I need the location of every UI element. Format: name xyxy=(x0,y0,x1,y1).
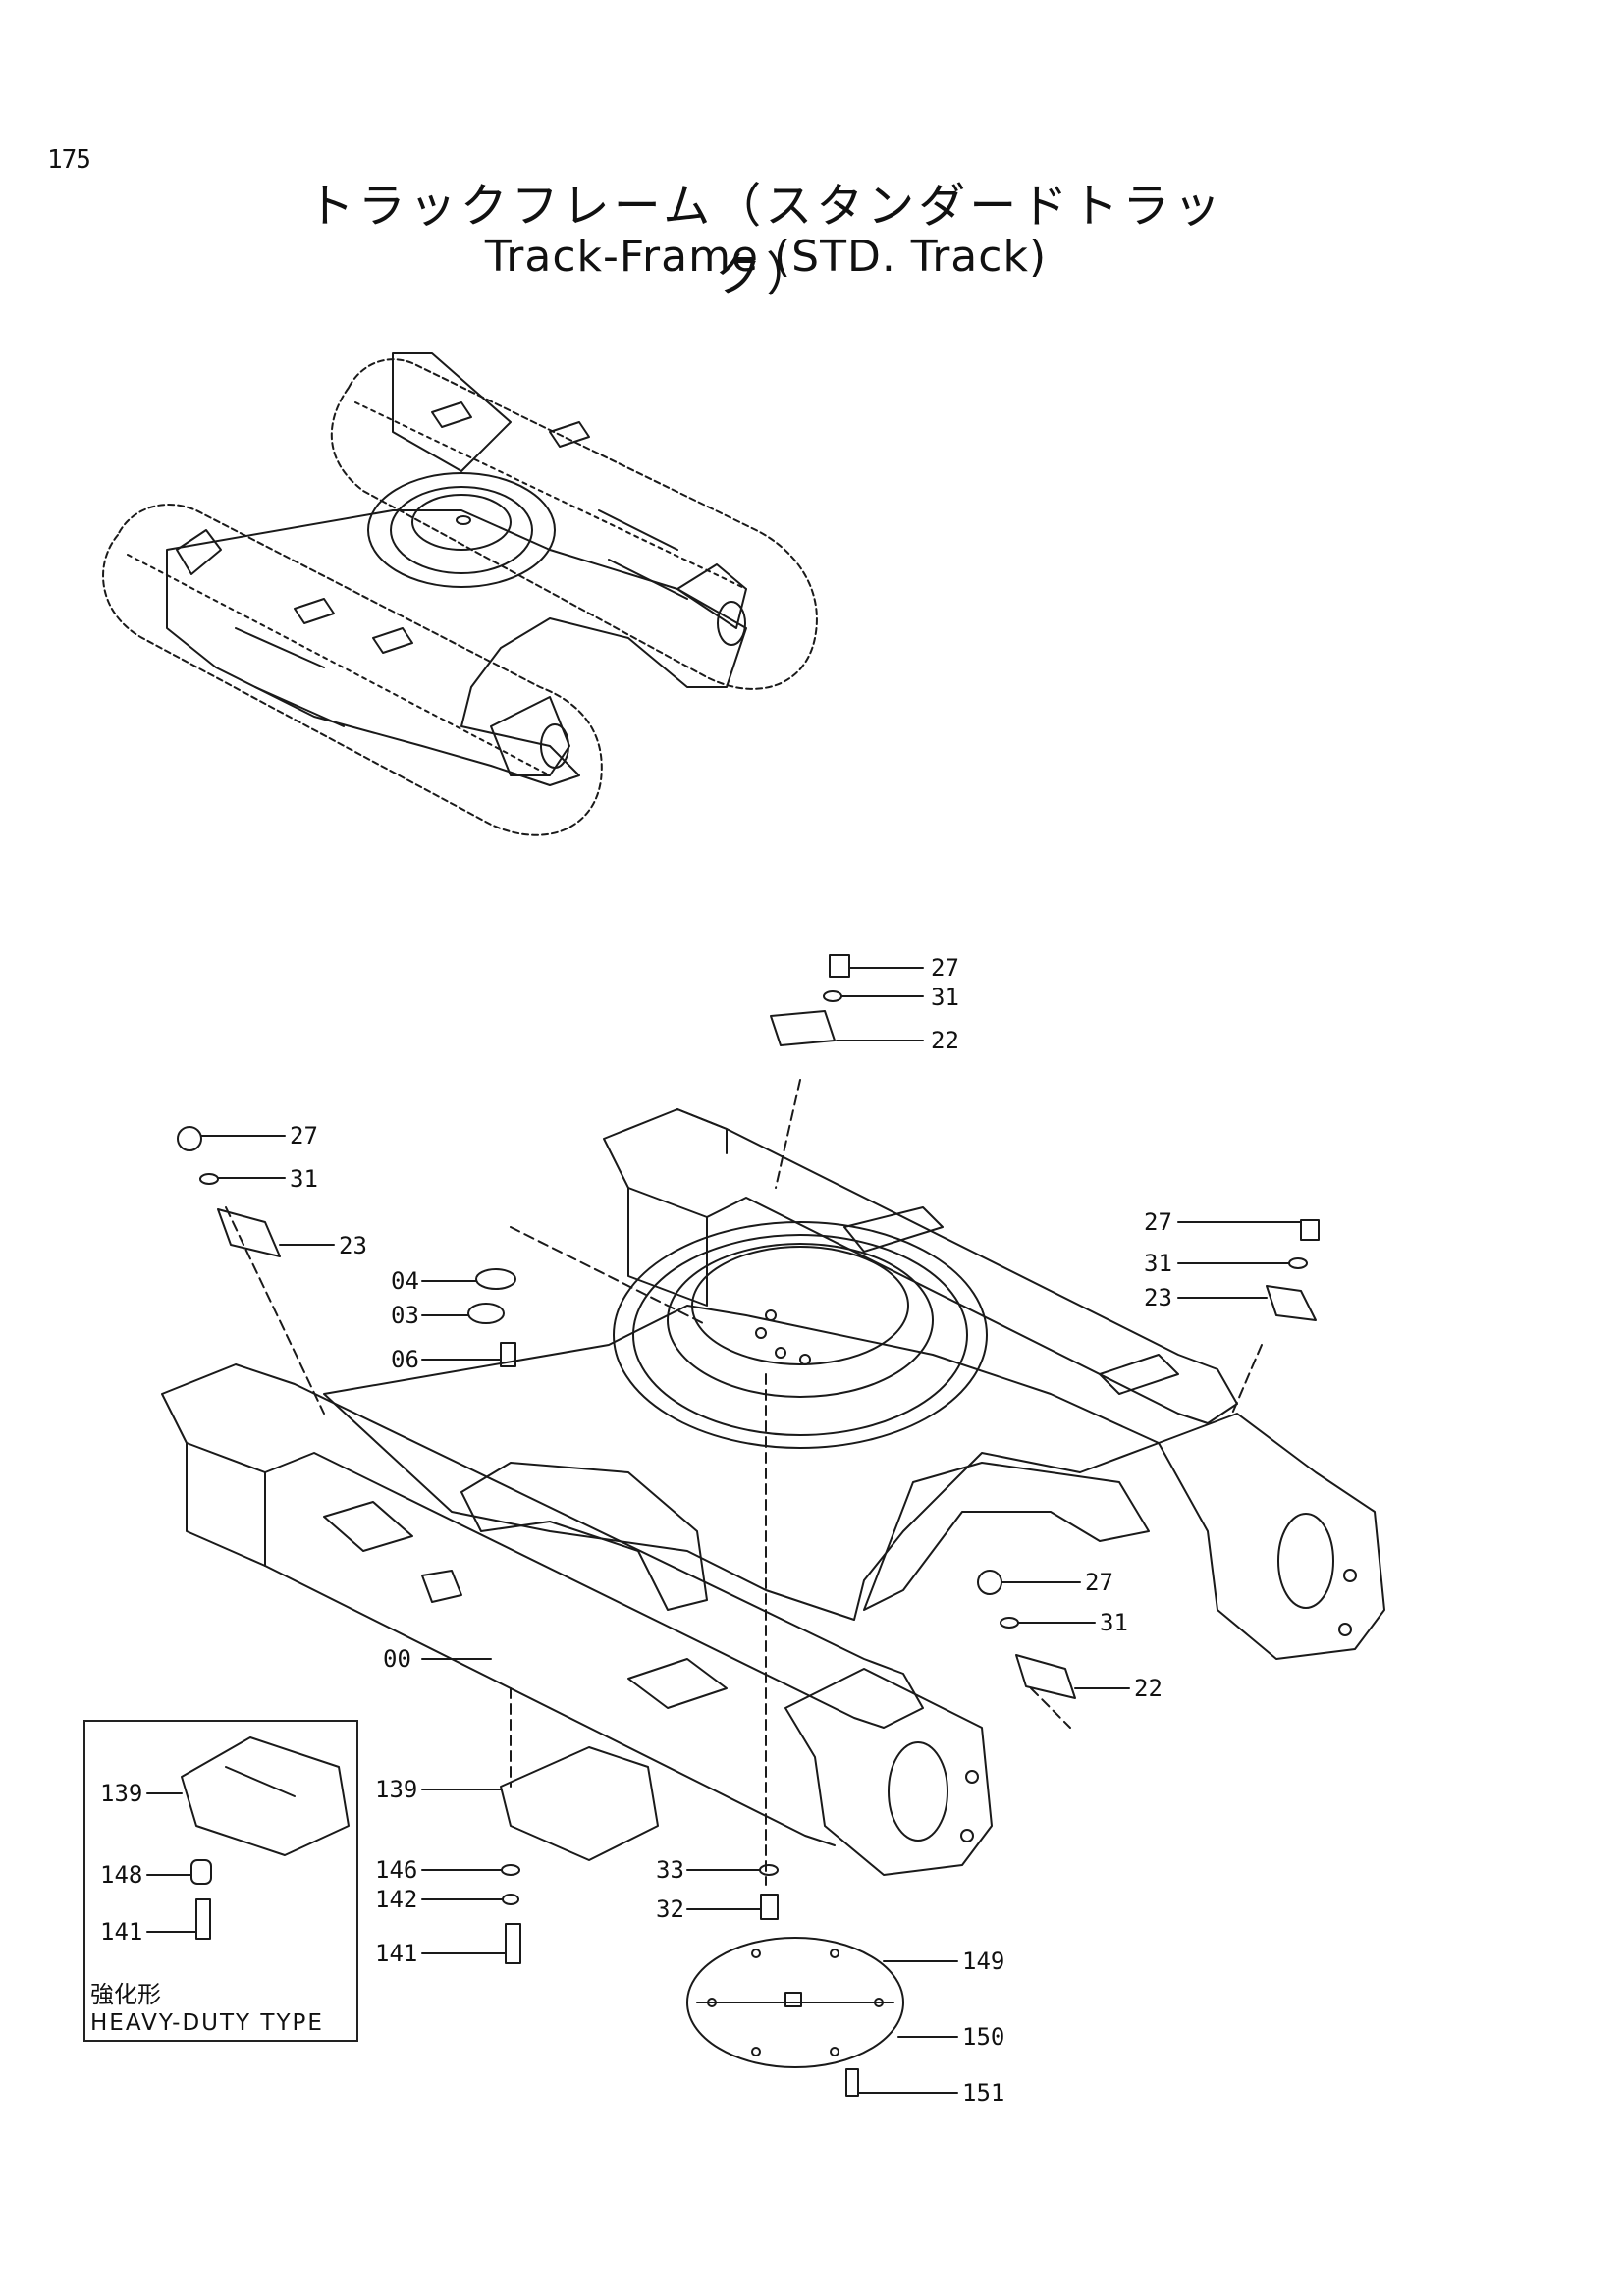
title-english: Track-Frame (STD. Track) xyxy=(484,232,1048,282)
washer-31-mid-icon xyxy=(1000,1617,1019,1629)
callout-33: 33 xyxy=(656,1856,684,1884)
washer-31-top-icon xyxy=(823,990,842,1002)
callout-149: 149 xyxy=(962,1948,1004,1975)
washer-31-right-icon xyxy=(1288,1257,1308,1269)
callout-23-left: 23 xyxy=(339,1232,367,1259)
stopper-23-left-icon xyxy=(217,1208,281,1257)
block-139-icon xyxy=(500,1746,659,1861)
callout-31-left: 31 xyxy=(290,1165,318,1193)
callout-148-hd: 148 xyxy=(100,1861,142,1889)
bolt-141-hd-icon xyxy=(195,1898,211,1940)
washer-33-icon xyxy=(759,1864,779,1876)
cover-149-icon xyxy=(686,1937,904,2068)
bolt-27-mid-icon xyxy=(977,1570,1002,1595)
bolt-32-icon xyxy=(760,1894,779,1920)
callout-27-left: 27 xyxy=(290,1122,318,1149)
stopper-22-top-icon xyxy=(770,1010,836,1046)
callout-146: 146 xyxy=(375,1856,417,1884)
page-number: 175 xyxy=(47,145,91,175)
callout-142: 142 xyxy=(375,1886,417,1913)
bolt-27-right-icon xyxy=(1300,1219,1320,1241)
callout-32: 32 xyxy=(656,1896,684,1923)
washer-146-icon xyxy=(501,1864,520,1876)
callout-22-top: 22 xyxy=(931,1027,959,1054)
callout-labels: 27 31 22 27 31 23 04 03 06 27 31 23 27 3… xyxy=(100,954,1172,2107)
callout-150: 150 xyxy=(962,2023,1004,2051)
callout-141: 141 xyxy=(375,1940,417,1967)
main-track-frame-drawing xyxy=(161,1079,1385,1886)
callout-31-mid: 31 xyxy=(1100,1609,1128,1636)
washer-31-left-icon xyxy=(199,1173,219,1185)
bolt-151-icon xyxy=(845,2068,859,2097)
callout-23-right: 23 xyxy=(1144,1284,1172,1311)
callout-31-top: 31 xyxy=(931,984,959,1011)
callout-141-hd: 141 xyxy=(100,1918,142,1946)
callout-151: 151 xyxy=(962,2079,1004,2107)
overview-assembly-drawing xyxy=(102,352,818,836)
callout-139: 139 xyxy=(375,1776,417,1803)
callout-27-top: 27 xyxy=(931,954,959,982)
title-japanese: トラックフレーム（スタンダードトラック） xyxy=(306,179,1225,302)
leader-lines xyxy=(146,967,1302,2094)
callout-27-mid: 27 xyxy=(1085,1569,1113,1596)
heavy-duty-inset-drawing xyxy=(181,1736,350,1940)
callout-27-right: 27 xyxy=(1144,1208,1172,1236)
block-139-hd-icon xyxy=(181,1736,350,1856)
callout-00: 00 xyxy=(383,1645,411,1673)
bushing-148-hd-icon xyxy=(190,1859,212,1885)
bolt-27-left-icon xyxy=(177,1126,202,1151)
callout-06: 06 xyxy=(391,1346,419,1373)
callout-04: 04 xyxy=(391,1267,419,1295)
callout-22-mid: 22 xyxy=(1134,1675,1163,1702)
bolt-141-icon xyxy=(505,1923,521,1964)
plate-04-icon xyxy=(475,1268,516,1290)
stopper-23-right-icon xyxy=(1266,1285,1317,1321)
bolt-27-top-icon xyxy=(829,954,850,978)
callout-03: 03 xyxy=(391,1302,419,1329)
heavy-duty-label-en: HEAVY-DUTY TYPE xyxy=(90,2010,324,2036)
callout-31-right: 31 xyxy=(1144,1250,1172,1277)
stopper-22-mid-icon xyxy=(1015,1654,1076,1699)
callout-139-hd: 139 xyxy=(100,1780,142,1807)
lockwasher-142-icon xyxy=(502,1894,519,1905)
plate-03-icon xyxy=(467,1303,505,1324)
heavy-duty-label-jp: 強化形 xyxy=(90,1981,161,2008)
heavy-duty-inset-box xyxy=(83,1720,358,2042)
